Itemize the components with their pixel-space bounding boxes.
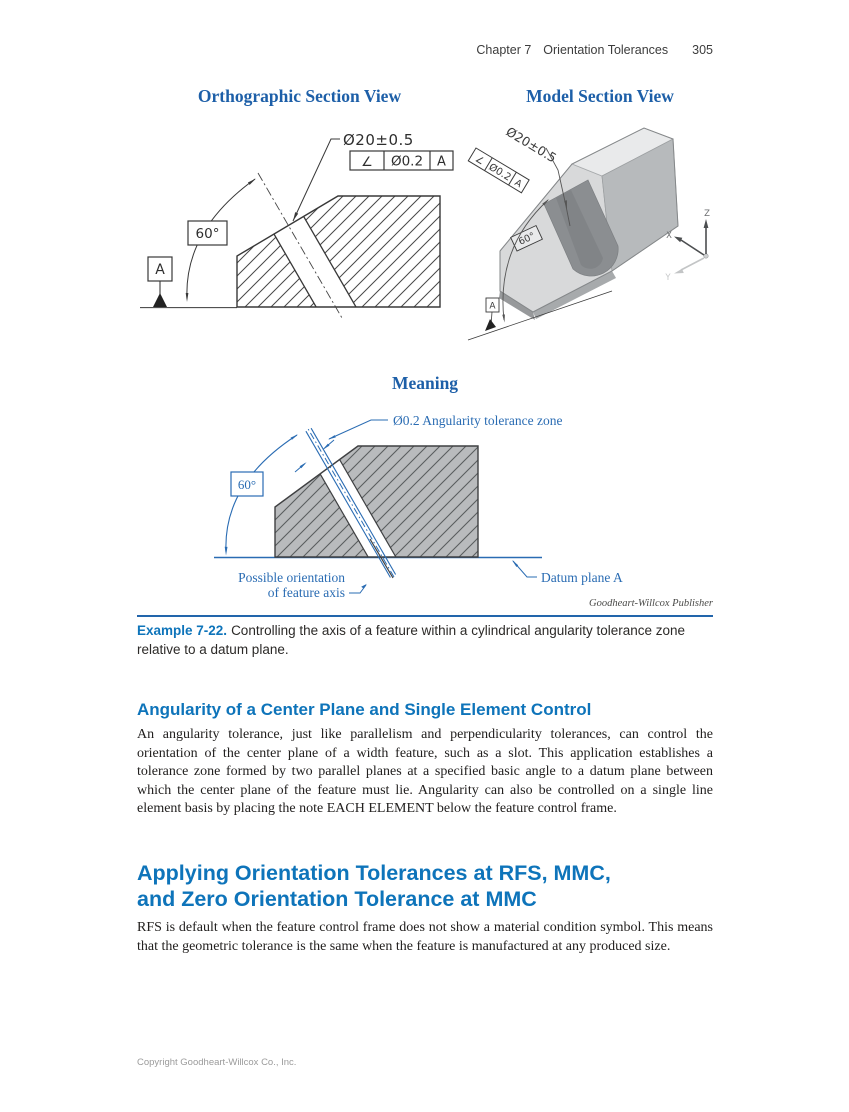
page-number: 305 bbox=[692, 43, 713, 57]
arc-arrowhead-top bbox=[247, 178, 256, 185]
triad-origin bbox=[703, 253, 709, 259]
z-axis-label: Z bbox=[704, 209, 710, 219]
heading-line-1: Applying Orientation Tolerances at RFS, … bbox=[137, 861, 611, 885]
part-outline bbox=[236, 195, 441, 308]
model-feature-control-frame: ∠ Ø0.2 A bbox=[467, 147, 530, 194]
notch-shading bbox=[556, 190, 603, 269]
zone-width-arrowhead-upper bbox=[322, 443, 330, 450]
meaning-arc-arrowhead-top bbox=[290, 434, 298, 440]
meaning-title: Meaning bbox=[391, 373, 459, 393]
datum-triangle bbox=[153, 293, 167, 307]
model-datum-line bbox=[467, 290, 613, 341]
chapter-label: Chapter 7 bbox=[476, 43, 532, 57]
datum-feature-symbol: A bbox=[147, 256, 173, 307]
leader-arrowhead bbox=[293, 212, 299, 221]
y-axis-arrowhead bbox=[674, 268, 684, 274]
model-dimension-leader bbox=[545, 147, 567, 207]
coordinate-triad: Z X Y bbox=[664, 209, 710, 283]
datum-plane-label: Datum plane A bbox=[541, 570, 623, 585]
arc-arrowhead-bottom bbox=[185, 293, 189, 302]
section-heading-applying-orientation-tolerances: Applying Orientation Tolerances at RFS, … bbox=[137, 861, 737, 912]
orthographic-section-figure: Ø20±0.5 ∠ Ø0.2 A 60° A bbox=[140, 131, 454, 319]
datum-label-arrowhead bbox=[512, 560, 519, 567]
model-leader-arrowhead bbox=[564, 200, 567, 209]
model-datum-triangle bbox=[485, 319, 496, 331]
caption-text: Controlling the axis of a feature within… bbox=[137, 623, 686, 658]
datum-label-leader bbox=[512, 560, 537, 578]
section-hatching bbox=[237, 196, 440, 307]
section-heading-angularity-center-plane: Angularity of a Center Plane and Single … bbox=[137, 700, 592, 719]
x-axis-label: X bbox=[666, 231, 672, 241]
heading-line-2: and Zero Orientation Tolerance at MMC bbox=[137, 886, 537, 911]
section-body-angularity-center-plane: An angularity tolerance, just like paral… bbox=[137, 727, 713, 817]
meaning-angle-box: 60° bbox=[230, 471, 264, 497]
publisher-credit: Goodheart-Willcox Publisher bbox=[589, 598, 713, 609]
hole-edge-right bbox=[270, 196, 357, 307]
solid-silhouette bbox=[499, 127, 679, 313]
meaning-part-outline bbox=[274, 445, 479, 558]
model-section-figure: Ø20±0.5 ∠ Ø0.2 A 60° A bbox=[467, 124, 710, 341]
zone-label-arrowhead bbox=[328, 435, 336, 440]
bottom-left-edge-face bbox=[499, 291, 535, 320]
model-leader-tail bbox=[565, 205, 571, 227]
bottom-front-edge-face bbox=[533, 271, 616, 319]
ortho-view-title: Orthographic Section View bbox=[197, 86, 402, 106]
z-axis-arrowhead bbox=[703, 219, 709, 228]
zone-width-arrowhead-lower bbox=[299, 462, 307, 469]
diameter-dimension: Ø20±0.5 bbox=[343, 131, 414, 149]
model-arc-arrowhead-bottom bbox=[502, 314, 505, 323]
hole-centerline bbox=[257, 172, 343, 319]
copyright-notice: Copyright Goodheart-Willcox Co., Inc. bbox=[137, 1057, 297, 1068]
tolerance-zone-line-right bbox=[310, 427, 397, 575]
axis-label-arrowhead bbox=[361, 583, 367, 589]
fcf-tolerance-value: Ø0.2 bbox=[391, 154, 423, 170]
axis-label-leader bbox=[349, 584, 367, 594]
model-angle-box: 60° bbox=[510, 224, 543, 252]
model-arc-arrowhead-top bbox=[542, 199, 549, 206]
model-view-title: Model Section View bbox=[526, 86, 674, 106]
x-axis-arrowhead bbox=[674, 236, 683, 243]
datum-letter: A bbox=[155, 262, 165, 278]
model-fcf-datum: A bbox=[512, 177, 524, 190]
caption-label: Example 7-22. bbox=[137, 623, 228, 638]
caption-rule bbox=[137, 615, 713, 617]
fcf-datum-reference: A bbox=[437, 155, 446, 170]
chapter-title: Orientation Tolerances bbox=[543, 43, 669, 57]
meaning-angle-value: 60° bbox=[238, 477, 256, 492]
model-angle-arc bbox=[502, 199, 549, 321]
y-axis bbox=[680, 257, 705, 271]
meaning-figure: Ø0.2 Angularity tolerance zone 60° Possi… bbox=[214, 413, 623, 600]
angle-dimension-box: 60° bbox=[187, 220, 228, 246]
tolerance-zone-line-left bbox=[305, 430, 391, 578]
axis-label-line1: Possible orientation bbox=[238, 570, 345, 585]
feature-axis-line bbox=[369, 538, 394, 579]
model-datum-flag: A bbox=[467, 290, 613, 341]
angularity-symbol: ∠ bbox=[361, 155, 373, 170]
dimension-leader bbox=[292, 138, 340, 222]
zone-label: Ø0.2 Angularity tolerance zone bbox=[393, 413, 562, 428]
y-axis-label: Y bbox=[664, 273, 671, 283]
running-head: Chapter 7 Orientation Tolerances 305 bbox=[137, 43, 713, 57]
section-body-applying-orientation-tolerances: RFS is default when the feature control … bbox=[137, 920, 713, 954]
model-datum-letter: A bbox=[489, 302, 496, 312]
zone-label-leader bbox=[328, 419, 388, 440]
model-diameter-dimension: Ø20±0.5 bbox=[503, 124, 559, 166]
feature-control-frame: ∠ Ø0.2 A bbox=[349, 150, 454, 171]
angle-value: 60° bbox=[196, 226, 220, 242]
x-axis bbox=[680, 239, 705, 256]
figure-caption: Example 7-22.Controlling the axis of a f… bbox=[137, 621, 717, 659]
meaning-arc-arrowhead-bottom bbox=[224, 546, 228, 556]
axis-label-line2: of feature axis bbox=[268, 585, 345, 600]
